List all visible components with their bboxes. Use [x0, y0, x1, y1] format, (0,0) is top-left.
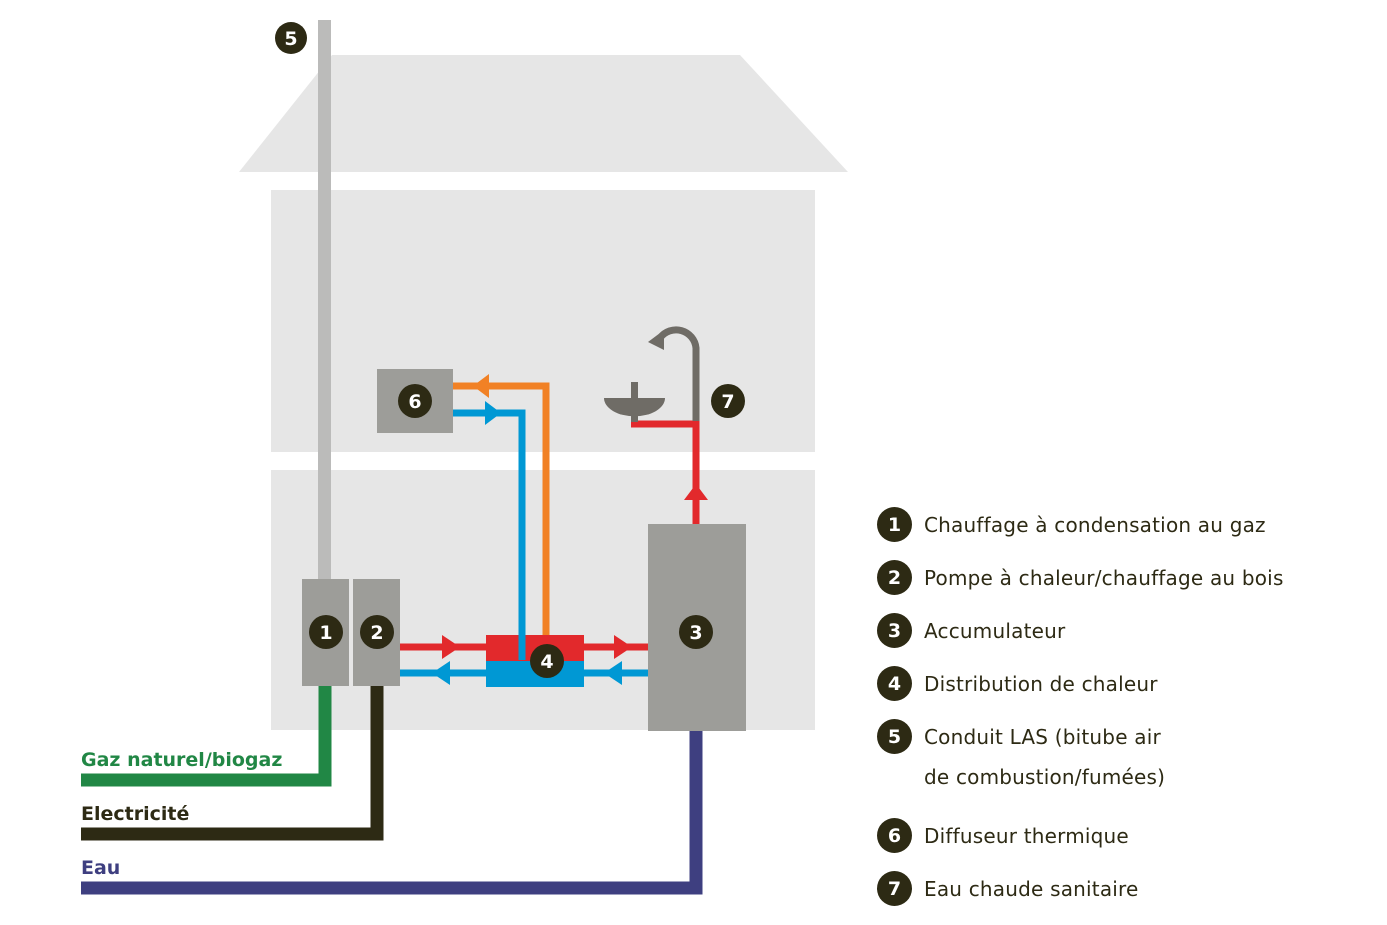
badge-6: 6 [398, 384, 432, 418]
legend-badge-7: 7 [877, 871, 912, 906]
flue-pipe [318, 20, 331, 580]
legend-item-7: 7 Eau chaude sanitaire [877, 871, 1377, 906]
legend: 1 Chauffage à condensation au gaz 2 Pomp… [877, 507, 1377, 925]
legend-item-3: 3 Accumulateur [877, 613, 1377, 648]
legend-label-3: Accumulateur [924, 619, 1066, 643]
hot-flow-arrow-left [442, 635, 460, 659]
cold-flow-arrow-right [604, 661, 622, 685]
radiator-return-pipe [452, 409, 526, 660]
legend-item-6: 6 Diffuseur thermique [877, 818, 1377, 853]
legend-label-5: Conduit LAS (bitube air de combustion/fu… [924, 720, 1165, 800]
electricity-supply-label: Electricité [81, 803, 189, 825]
badge-5-text: 5 [284, 28, 297, 50]
badge-3-text: 3 [689, 622, 702, 644]
house-roof [239, 55, 848, 172]
shower-head-icon [657, 326, 700, 421]
badge-4-text: 4 [540, 651, 553, 673]
sink-faucet-icon [631, 382, 638, 422]
legend-badge-3: 3 [877, 613, 912, 648]
badge-2-text: 2 [370, 622, 383, 644]
legend-badge-1: 1 [877, 507, 912, 542]
cold-flow-arrow-left [432, 661, 450, 685]
badge-3: 3 [679, 615, 713, 649]
water-supply-line [81, 730, 703, 895]
water-supply-label: Eau [81, 857, 120, 879]
hot-flow-arrow-right [614, 635, 632, 659]
shower-nozzle-icon [648, 330, 664, 350]
legend-badge-5: 5 [877, 719, 912, 754]
badge-1: 1 [309, 615, 343, 649]
radiator-supply-arrow [473, 374, 489, 398]
badge-4: 4 [530, 644, 564, 678]
legend-item-1: 1 Chauffage à condensation au gaz [877, 507, 1377, 542]
legend-badge-6: 6 [877, 818, 912, 853]
legend-badge-2: 2 [877, 560, 912, 595]
legend-label-5-line2: de combustion/fumées) [924, 765, 1166, 789]
dhw-flow-arrow [684, 484, 708, 500]
legend-label-7: Eau chaude sanitaire [924, 877, 1139, 901]
legend-item-2: 2 Pompe à chaleur/chauffage au bois [877, 560, 1377, 595]
legend-item-5: 5 Conduit LAS (bitube air de combustion/… [877, 719, 1377, 800]
badge-7-text: 7 [721, 391, 734, 413]
badge-6-text: 6 [408, 391, 421, 413]
electricity-supply-line [81, 686, 384, 841]
legend-label-2: Pompe à chaleur/chauffage au bois [924, 566, 1284, 590]
legend-item-4: 4 Distribution de chaleur [877, 666, 1377, 701]
badge-1-text: 1 [319, 622, 332, 644]
legend-label-1: Chauffage à condensation au gaz [924, 513, 1266, 537]
legend-badge-4: 4 [877, 666, 912, 701]
gas-supply-label: Gaz naturel/biogaz [81, 749, 282, 771]
radiator-return-arrow [485, 401, 501, 425]
legend-label-5-line1: Conduit LAS (bitube air [924, 725, 1161, 749]
gas-supply-line [81, 686, 332, 787]
legend-label-6: Diffuseur thermique [924, 824, 1129, 848]
legend-label-4: Distribution de chaleur [924, 672, 1158, 696]
badge-7: 7 [711, 384, 745, 418]
badge-2: 2 [360, 615, 394, 649]
badge-5: 5 [275, 22, 307, 54]
